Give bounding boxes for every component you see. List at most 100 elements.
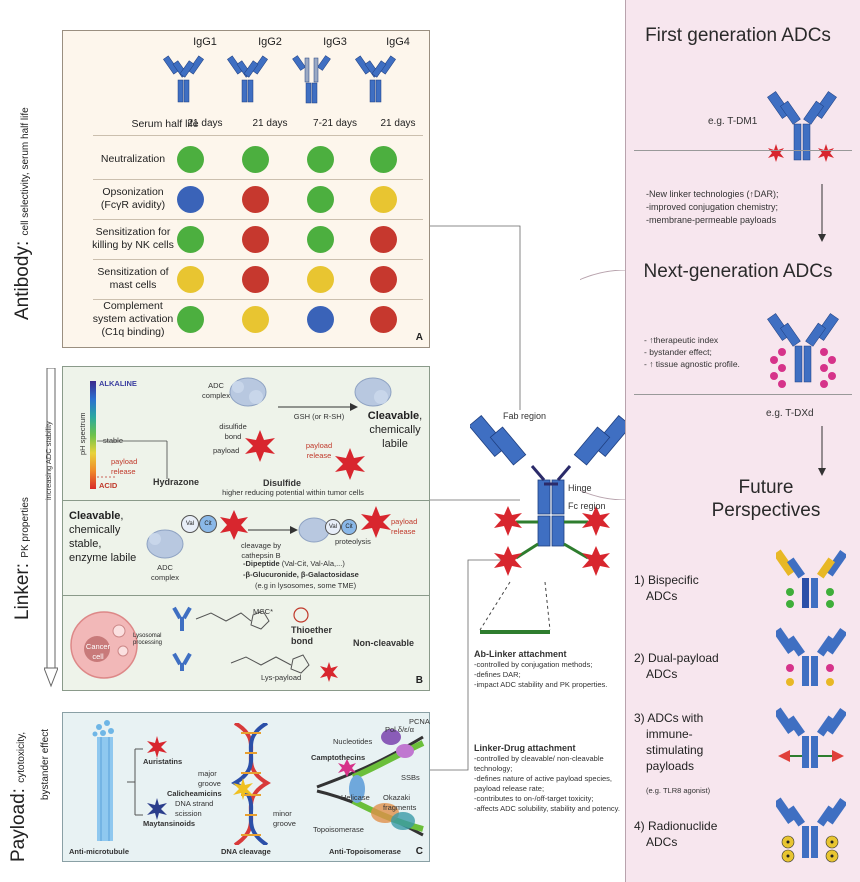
- tdm1-icon: [767, 91, 837, 162]
- proteolysis-label: proteolysis: [335, 537, 371, 546]
- header-igg1: IgG1: [193, 36, 217, 48]
- improvement-item: -improved conjugation chemistry;: [646, 202, 779, 212]
- cathepsin-label: cleavage by cathepsin B: [240, 541, 282, 560]
- divider: [93, 219, 423, 220]
- linker-side-label: Linker: PK properties: [12, 497, 33, 620]
- cit-circle-2: Cit: [341, 519, 357, 535]
- improvement-item: -membrane-permeable payloads: [646, 215, 777, 225]
- row-label: Complement system activation (C1q bindin…: [92, 299, 174, 338]
- payload-release-2: payload release: [305, 441, 333, 460]
- panel-c-payload: Auristatins Maytansinoids Anti-microtubu…: [62, 712, 430, 862]
- activity-dot: [370, 145, 397, 173]
- activity-dot: [177, 145, 204, 173]
- dual-payload-icon: [776, 627, 846, 686]
- okazaki-label: Okazaki fragments: [383, 793, 417, 812]
- eg-tdm1-label: e.g. T-DM1: [708, 116, 758, 127]
- pol-label: Pol δ/ε/α: [385, 725, 414, 734]
- panel-c-letter: C: [415, 846, 423, 857]
- activity-dot: [370, 185, 397, 213]
- row-label: Sensitization of mast cells: [97, 266, 169, 291]
- next-gen-item: - ↑therapeutic index: [644, 335, 719, 345]
- panel-a-letter: A: [415, 332, 423, 343]
- panel-b-letter: B: [415, 675, 423, 686]
- next-gen-item: - bystander effect;: [644, 347, 712, 357]
- payload-star-2: [335, 448, 365, 480]
- adc-complex-blob-3: [146, 529, 184, 559]
- anti-microtubule-label: Anti-microtubule: [69, 847, 129, 856]
- auristatins-label: Auristatins: [143, 757, 183, 766]
- linker-drug-item: -affects ADC solubility, stability and p…: [474, 804, 620, 813]
- fab-region-label: Fab region: [503, 411, 547, 421]
- activity-dot: [177, 225, 204, 253]
- row-label: Sensitization for killing by NK cells: [92, 226, 174, 251]
- calicheamicins-label: Calicheamicins: [167, 789, 222, 798]
- header-igg3: IgG3: [323, 36, 347, 48]
- activity-dot: [177, 305, 204, 333]
- val-circle: Val: [181, 515, 199, 533]
- activity-dot: [307, 265, 334, 293]
- divider: [93, 299, 423, 300]
- ph-gradient-bar: [90, 381, 96, 489]
- linker-drug-box: Linker-Drug attachment -controlled by cl…: [474, 742, 620, 814]
- future-item-label: immune-: [646, 727, 693, 741]
- hydrazone-label: Hydrazone: [153, 477, 200, 487]
- linker-drug-title: Linker-Drug attachment: [474, 743, 576, 753]
- activity-dot: [307, 185, 334, 213]
- anti-topo-label: Anti-Topoisomerase: [329, 847, 401, 856]
- lysosomes-line: (e.g in lysosomes, some TME): [255, 581, 357, 590]
- improvement-item: -New linker technologies (↑DAR);: [646, 189, 779, 199]
- calicheamicin-star: [233, 778, 253, 800]
- linker-drug-item: -controlled by cleavable/ non-cleavable …: [474, 754, 604, 773]
- stable-label: stable: [103, 436, 124, 445]
- half-life-igg1: 21 days: [187, 118, 223, 129]
- central-antibody: [470, 414, 630, 576]
- future-item-label: ADCs: [646, 667, 678, 681]
- activity-dot: [242, 145, 269, 173]
- next-gen-list: - ↑therapeutic index - bystander effect;…: [644, 334, 784, 370]
- topoisomerase-label: Topoisomerase: [313, 825, 364, 834]
- camptothecins-label: Camptothecins: [311, 753, 366, 762]
- ab-linker-box: Ab-Linker attachment -controlled by conj…: [474, 648, 620, 690]
- stability-arrow-label: increasing ADC stability: [44, 421, 53, 500]
- ab-linker-title: Ab-Linker attachment: [474, 649, 567, 659]
- cleavage-arrow: [248, 526, 298, 534]
- connector-lines: [430, 225, 521, 771]
- minor-groove-label: minor groove: [273, 809, 296, 828]
- future-title: Future Perspectives: [711, 477, 821, 521]
- val-circle-2: Val: [325, 519, 341, 535]
- payload-side-sub: bystander effect: [40, 729, 51, 800]
- panel-a-antibody: IgG1 IgG2 IgG3 IgG4 Serum half life 21 d…: [62, 30, 430, 348]
- cit-circle: Cit: [199, 515, 217, 533]
- cleavable-enzyme-labile: Cleavable, chemically stable, enzyme lab…: [69, 510, 137, 564]
- adc-complex-blob: [229, 377, 267, 407]
- dna-strand-label: DNA strand scission: [175, 799, 214, 818]
- bispecific-icon: [776, 549, 846, 608]
- activity-dot: [307, 225, 334, 253]
- microtubule: [92, 720, 114, 841]
- future-item-label: payloads: [646, 759, 695, 773]
- maytansinoid-star: [147, 798, 167, 820]
- down-arrow-1: [818, 184, 826, 242]
- payload-star-3: [220, 510, 248, 540]
- row-label: Neutralization: [100, 152, 166, 165]
- activity-dot: [242, 265, 269, 293]
- cancer-cell: [70, 611, 138, 679]
- tdxd-icon: [767, 313, 839, 388]
- activity-dot: [242, 185, 269, 213]
- right-panel-generations: First generation ADCs e.g. T-DM1 -New li…: [625, 0, 860, 882]
- nucleotides-label: Nucleotides: [333, 737, 373, 746]
- activity-dot: [307, 145, 334, 173]
- mcc-label: MCC*: [253, 607, 273, 616]
- zoom-lines: [479, 581, 551, 634]
- gsh-label: GSH (or R-SH): [293, 412, 345, 421]
- payload-star: [245, 430, 275, 462]
- helicase-label: Helicase: [341, 793, 370, 802]
- payload-star-4: [361, 506, 391, 538]
- ab-linker-item: -impact ADC stability and PK properties.: [474, 680, 608, 689]
- future-item-label: 2) Dual-payload: [634, 651, 719, 665]
- divider: [63, 595, 429, 596]
- panel-b-linker: ALKALINE ACID pH spectrum stable payload…: [62, 366, 430, 691]
- ssbs-label: SSBs: [401, 773, 420, 782]
- divider: [634, 394, 852, 395]
- ab-linker-item: -defines DAR;: [474, 670, 521, 679]
